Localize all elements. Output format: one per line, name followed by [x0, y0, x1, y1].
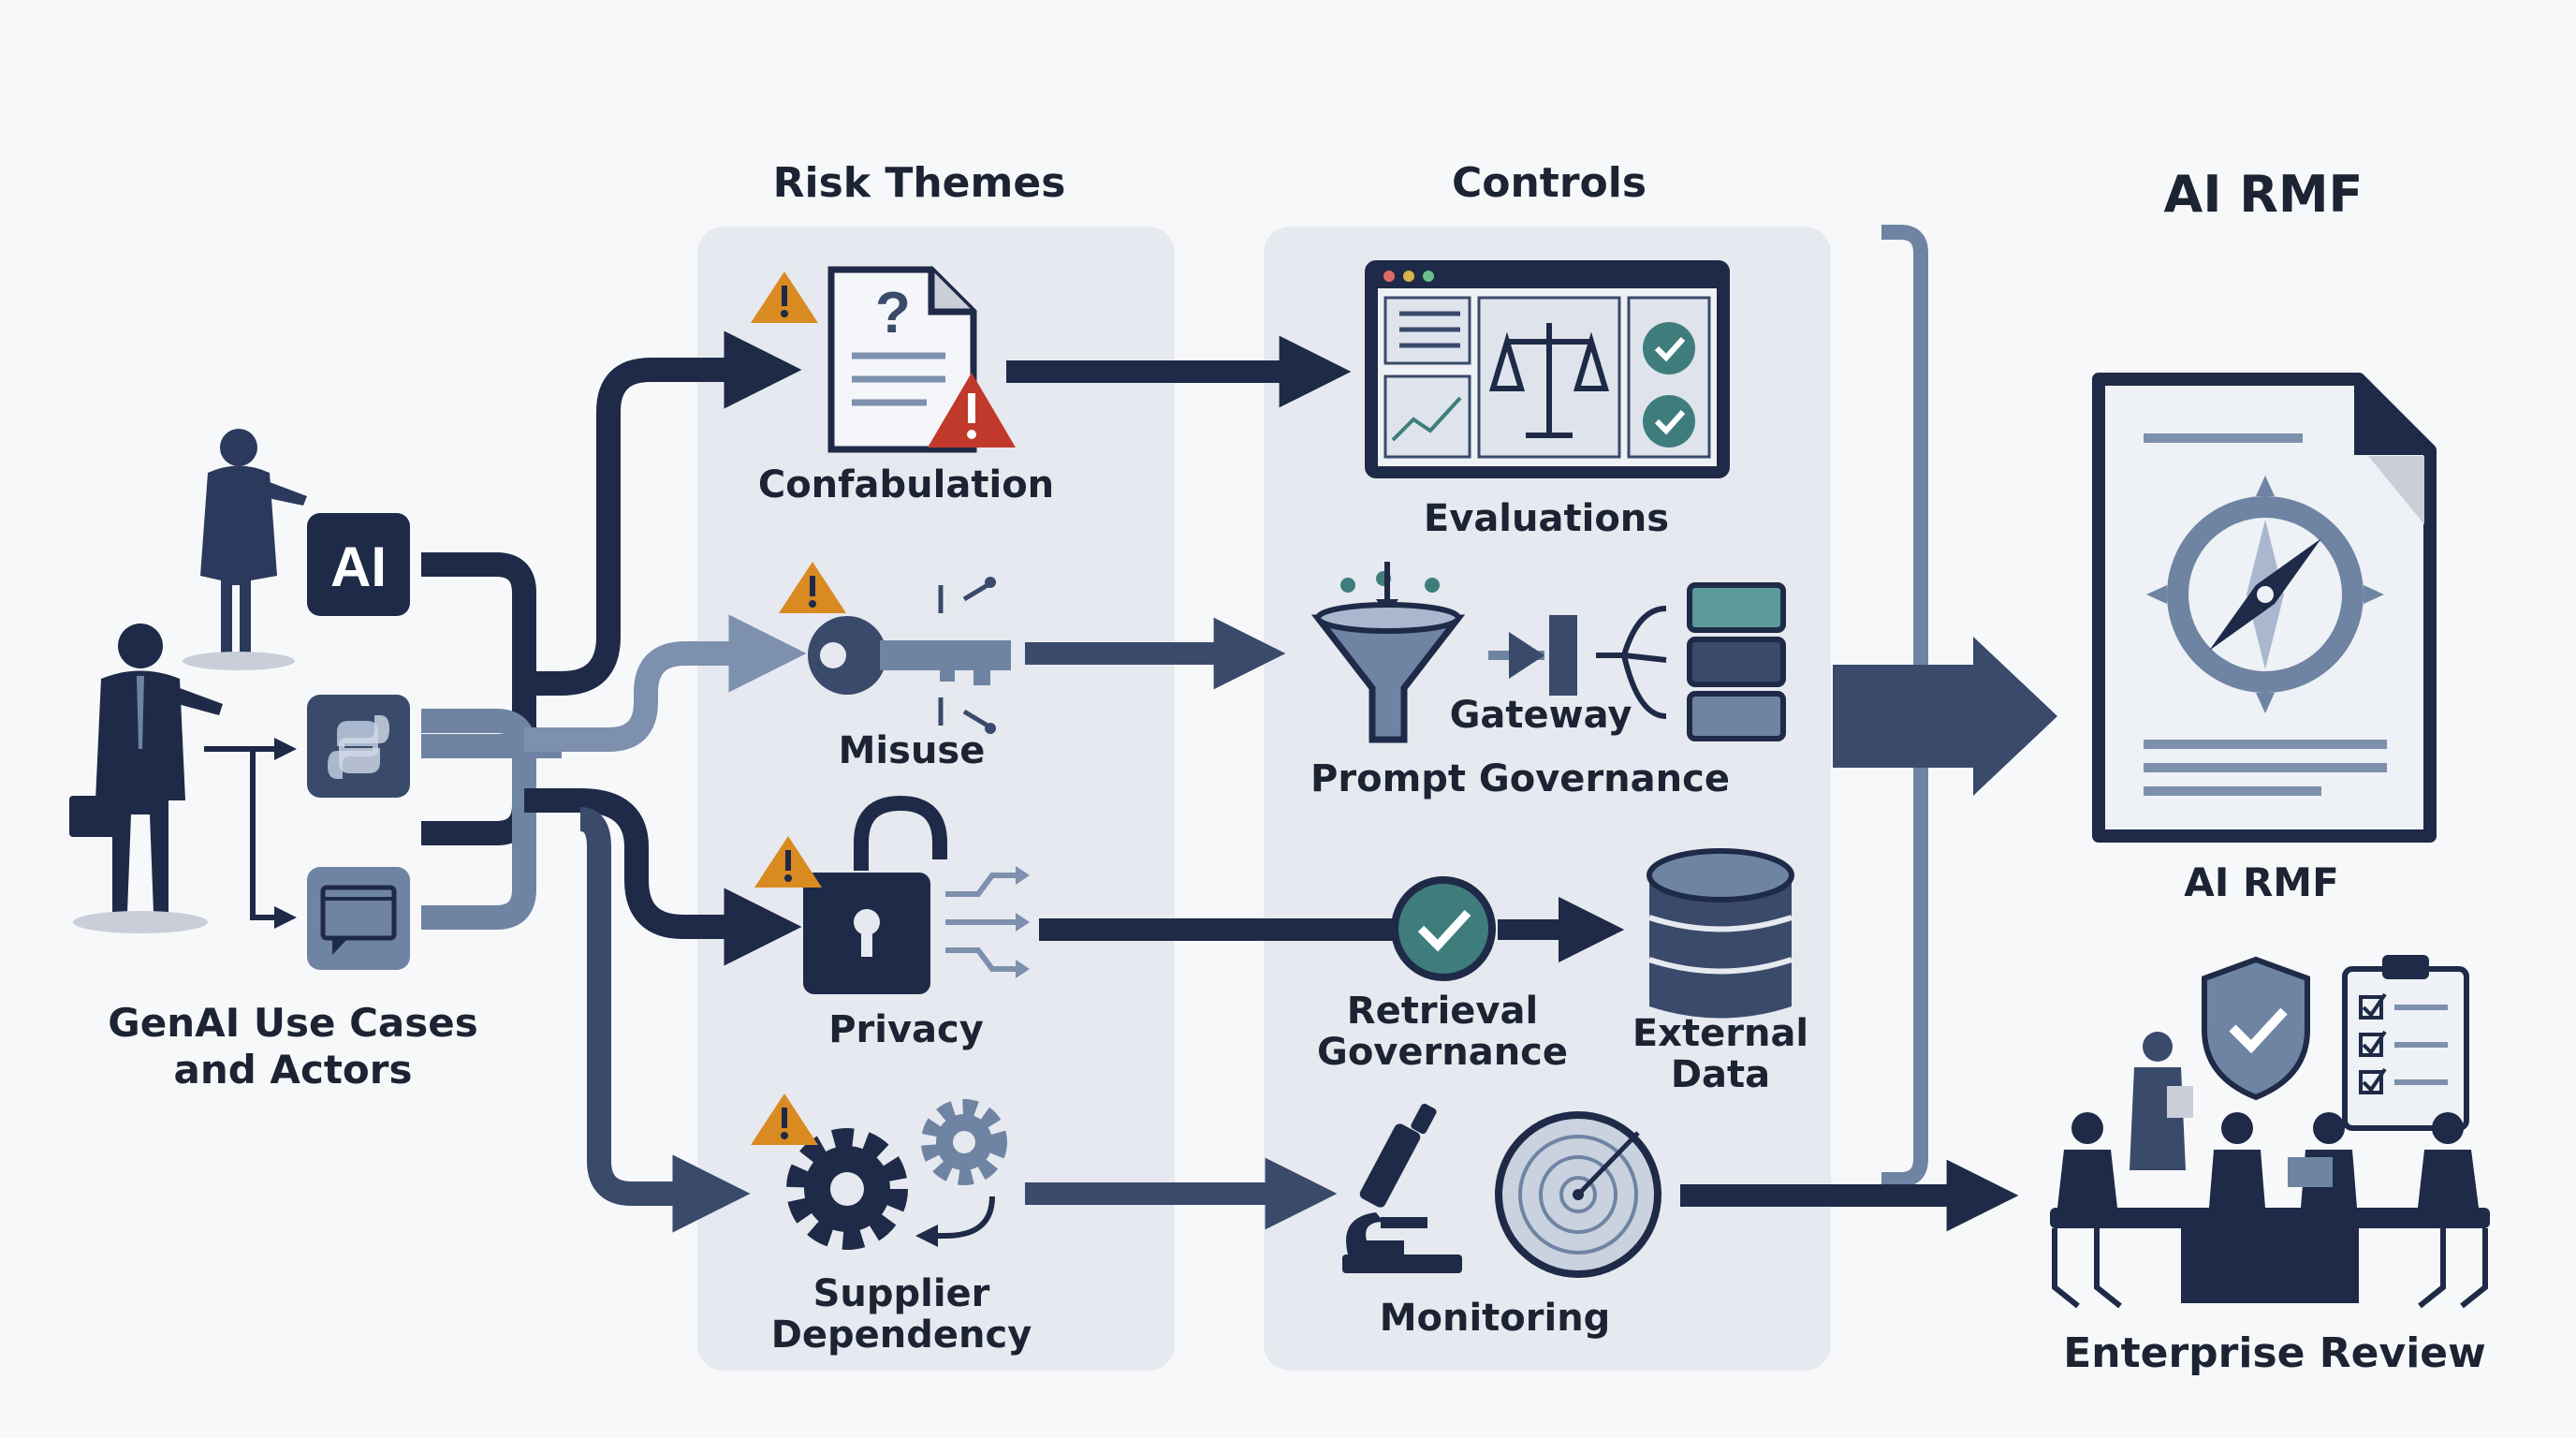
monitoring-label: Monitoring [1379, 1297, 1611, 1340]
confabulation-danger-icon [928, 373, 1016, 448]
prompt-governance-label: Prompt Governance [1310, 757, 1730, 800]
gateway-label: Gateway [1449, 694, 1632, 737]
evaluations-label: Evaluations [1423, 497, 1670, 540]
actors-label-line1: GenAI Use Cases [108, 1000, 478, 1046]
retrieval-label-line2: Governance [1316, 1031, 1569, 1074]
tool-to-risk-flow [421, 330, 807, 1233]
risk-to-control-arrows [1006, 335, 1395, 1230]
supplier-dependency-label: Supplier Dependency [771, 1273, 1032, 1356]
supplier-label-line1: Supplier [812, 1272, 990, 1315]
ai-rmf-header: AI RMF [2163, 165, 2364, 224]
ai-badge-icon: AI [307, 513, 410, 616]
actor-connector-lines [204, 738, 297, 929]
supplier-gears-icon [786, 1099, 1007, 1250]
prompt-routing-lines [1596, 606, 1667, 719]
actor-man-icon [69, 624, 223, 933]
confabulation-label: Confabulation [757, 463, 1055, 506]
gateway-icon [1488, 615, 1577, 696]
compass-icon [2146, 476, 2384, 713]
meeting-table-icon [2050, 1032, 2490, 1309]
shield-check-icon [2202, 956, 2310, 1101]
to-ai-rmf-arrow [1833, 637, 2057, 796]
external-data-icon [1647, 848, 1794, 1019]
confabulation-icon: ? [827, 266, 977, 453]
privacy-warning-icon [754, 836, 822, 888]
privacy-lock-icon [803, 795, 1030, 994]
actors-label: GenAI Use Cases and Actors [108, 1000, 477, 1093]
controls-panel [1264, 227, 1831, 1371]
radar-icon [1495, 1111, 1661, 1278]
enterprise-review-label: Enterprise Review [2063, 1329, 2486, 1377]
prompt-bucket-icons [1687, 582, 1786, 741]
actor-woman-icon [183, 429, 307, 670]
misuse-label: Misuse [838, 729, 986, 772]
external-label-line1: External [1632, 1012, 1809, 1055]
evaluations-dashboard-icon [1365, 260, 1730, 478]
retrieval-governance-label: Retrieval Governance [1317, 990, 1568, 1073]
external-label-line2: Data [1670, 1053, 1771, 1096]
misuse-warning-icon [779, 562, 846, 613]
external-data-label: External Data [1632, 1013, 1808, 1095]
retrieval-label-line1: Retrieval [1346, 990, 1539, 1033]
controls-header: Controls [1451, 159, 1647, 207]
microscope-icon [1342, 1103, 1462, 1273]
supplier-warning-icon [751, 1093, 818, 1145]
supplier-label-line2: Dependency [770, 1313, 1032, 1357]
risk-themes-header: Risk Themes [772, 159, 1066, 207]
svg-text:?: ? [875, 281, 911, 345]
checklist-clipboard-icon [2342, 955, 2469, 1131]
privacy-label: Privacy [828, 1008, 984, 1051]
risk-themes-panel [697, 227, 1175, 1371]
actors-label-line2: and Actors [173, 1047, 413, 1093]
ai-rmf-document-label: AI RMF [2184, 859, 2339, 905]
confabulation-warning-icon [751, 271, 818, 323]
misuse-key-icon [808, 577, 1011, 734]
python-icon [307, 695, 410, 798]
retrieval-check-icon [1391, 876, 1496, 981]
chat-window-icon [307, 867, 410, 970]
ai-badge-text: AI [330, 536, 387, 598]
prompt-funnel-icon [1310, 562, 1466, 743]
